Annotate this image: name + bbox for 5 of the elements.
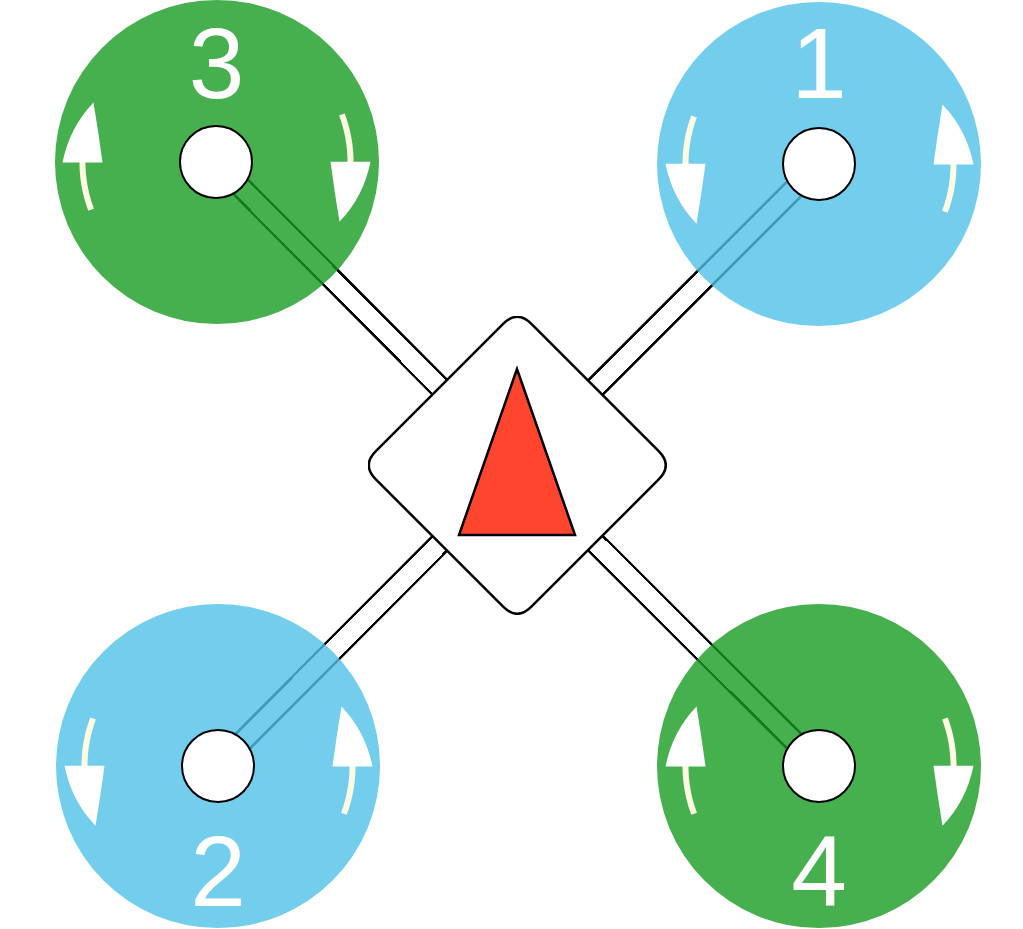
body-diamond [368,316,667,615]
rotor-number: 2 [190,821,246,921]
rotor-number: 4 [791,821,847,921]
rotor-number: 3 [188,13,245,113]
rotor-number: 1 [791,13,847,113]
